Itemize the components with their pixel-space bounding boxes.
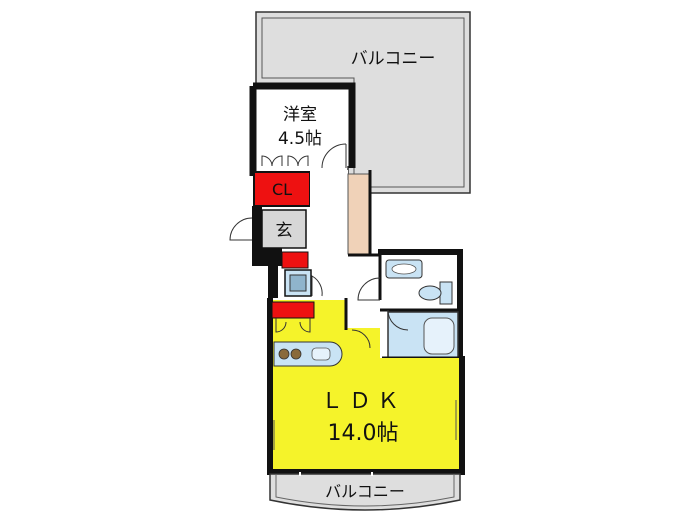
western-room-name: 洋室: [283, 105, 317, 125]
ldk-name: ＬＤＫ: [321, 389, 405, 414]
ldk-room: [267, 298, 465, 475]
entrance-label: 玄: [276, 221, 293, 241]
ldk-size: 14.0帖: [328, 421, 399, 446]
entrance: [229, 206, 307, 266]
balcony-bottom-label: バルコニー: [325, 482, 405, 501]
wet-area: [357, 249, 463, 360]
balcony-top-label: バルコニー: [351, 49, 436, 69]
balcony-bottom: [269, 472, 461, 511]
western-room: [249, 82, 356, 176]
closet: [253, 171, 311, 207]
western-room-size: 4.5帖: [278, 129, 322, 149]
closet-label: CL: [272, 180, 292, 199]
corridor: [310, 170, 380, 270]
utility-area: [268, 251, 323, 298]
